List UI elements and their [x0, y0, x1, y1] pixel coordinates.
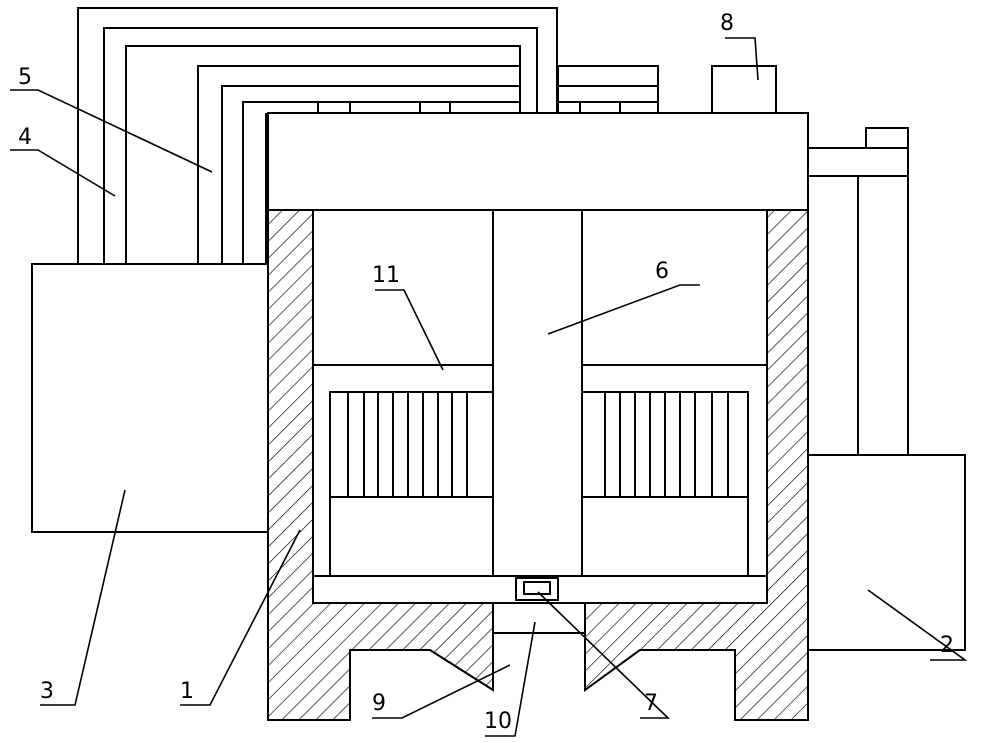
label-6: 6	[655, 259, 669, 284]
pipes	[77, 7, 558, 264]
part-7	[515, 577, 559, 601]
right-rods	[807, 127, 909, 455]
label-9: 9	[372, 691, 386, 716]
label-3: 3	[40, 679, 54, 704]
central-shaft-6	[492, 209, 583, 577]
label-1: 1	[180, 679, 194, 704]
outlet-10	[492, 603, 586, 690]
label-8: 8	[720, 11, 734, 36]
top-strip	[317, 65, 659, 114]
part-8-box	[711, 65, 777, 114]
lid-block	[267, 112, 809, 211]
label-10: 10	[484, 709, 512, 734]
right-filter	[581, 391, 749, 577]
left-filter	[329, 391, 494, 577]
label-4: 4	[18, 125, 32, 150]
label-5: 5	[18, 65, 32, 90]
right-box-2	[807, 454, 966, 651]
left-box-3	[31, 263, 269, 533]
leaders	[10, 37, 968, 737]
label-2: 2	[940, 633, 954, 658]
label-11: 11	[372, 263, 400, 288]
label-7: 7	[644, 691, 658, 716]
